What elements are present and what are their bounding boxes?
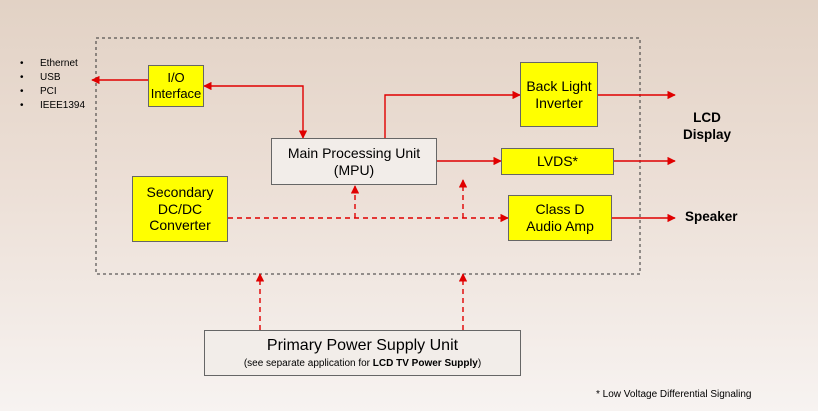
primary-psu-block: Primary Power Supply Unit (see separate … [204, 330, 521, 376]
io-mpu-link [203, 81, 308, 139]
backlight-inverter-block: Back Light Inverter [520, 62, 598, 127]
lcd-display-label: LCD Display [682, 110, 732, 142]
list-item: PCI [20, 85, 85, 99]
interface-list: Ethernet USB PCI IEEE1394 [20, 57, 85, 113]
list-item: USB [20, 71, 85, 85]
system-boundary [95, 37, 641, 275]
mpu-to-backlight-arrow [384, 90, 521, 138]
dcdc-converter-block: Secondary DC/DC Converter [132, 176, 228, 242]
psu-subtitle: (see separate application for LCD TV Pow… [243, 357, 482, 369]
speaker-label: Speaker [685, 209, 738, 224]
list-item: IEEE1394 [20, 99, 85, 113]
dcdc-converter-label: Secondary DC/DC Converter [146, 183, 214, 234]
lvds-block: LVDS* [501, 148, 614, 175]
mpu-abbrev: (MPU) [333, 161, 375, 178]
backlight-inverter-label: Back Light Inverter [526, 77, 592, 111]
lvds-label: LVDS* [537, 153, 578, 170]
list-item: Ethernet [20, 57, 85, 71]
psu-title: Primary Power Supply Unit [266, 337, 459, 355]
classd-amp-label: Class D Audio Amp [526, 201, 594, 234]
io-interface-block: I/O Interface [148, 65, 204, 107]
mpu-label: Main Processing Unit [287, 144, 421, 161]
classd-amp-block: Class D Audio Amp [508, 195, 612, 241]
io-interface-label: I/O Interface [150, 70, 202, 101]
mpu-block: Main Processing Unit (MPU) [271, 138, 437, 185]
footnote: * Low Voltage Differential Signaling [596, 389, 752, 400]
